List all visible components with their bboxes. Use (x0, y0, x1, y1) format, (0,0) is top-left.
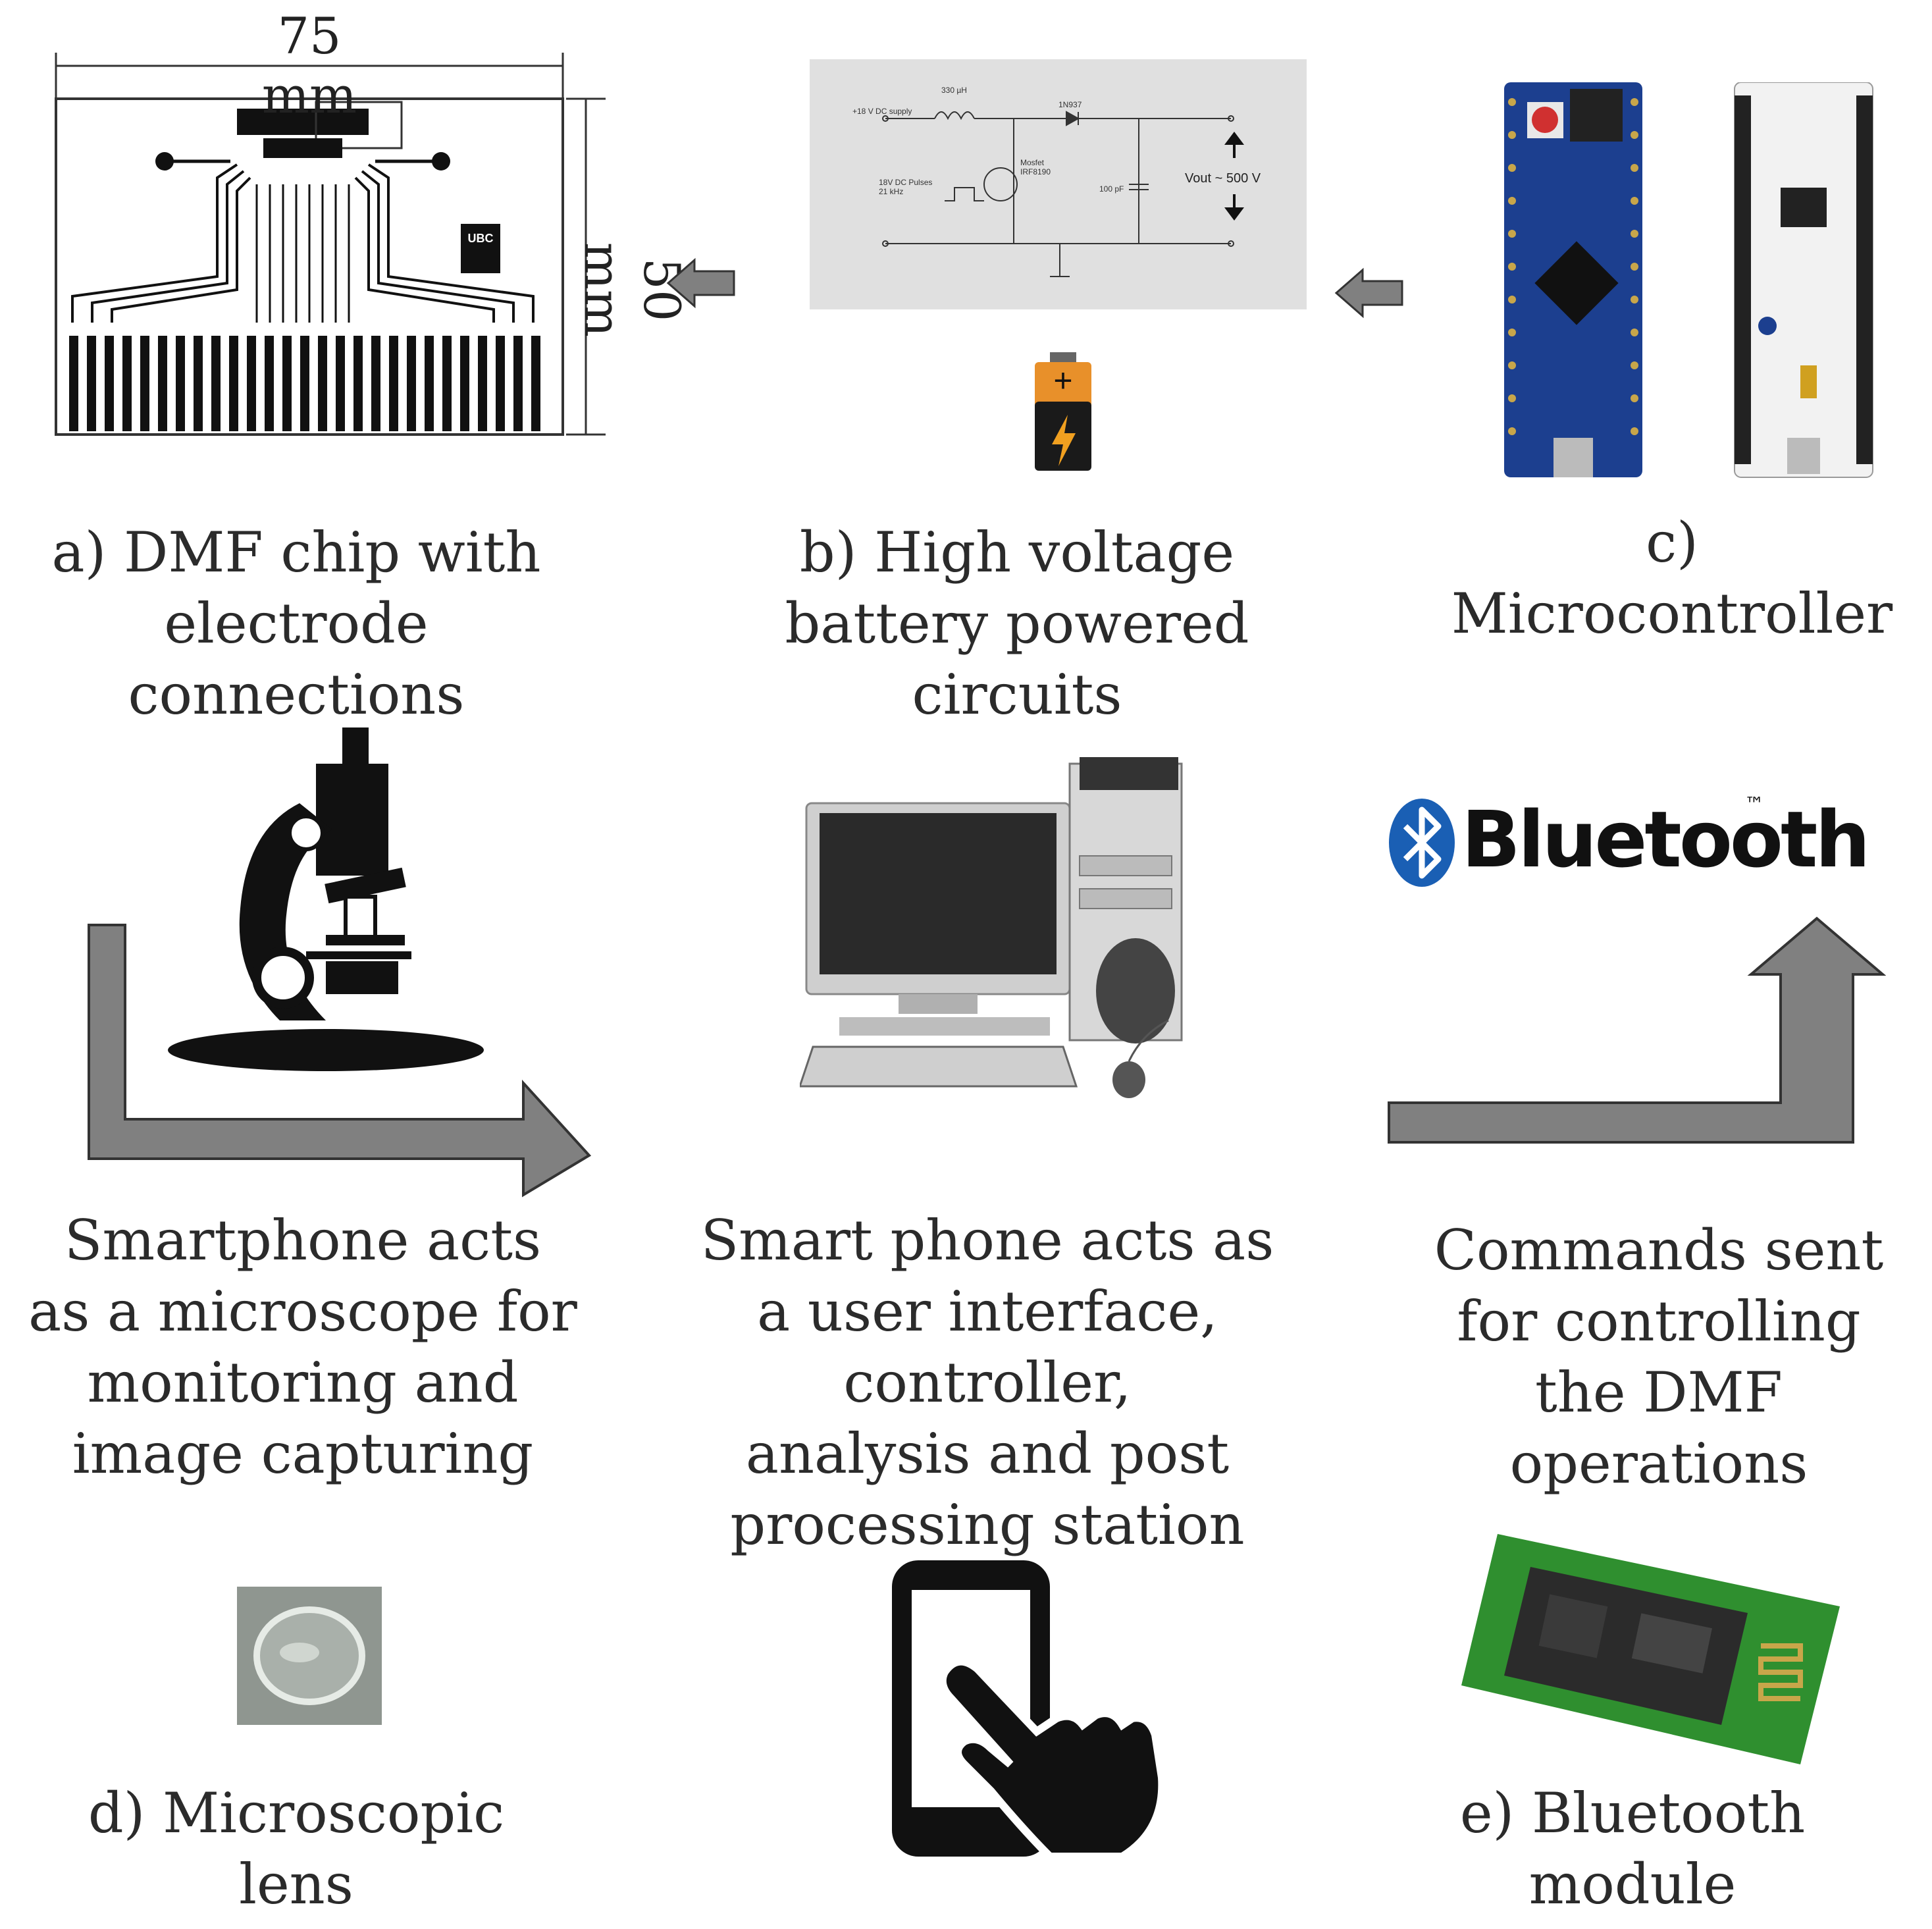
arrow-right-l (88, 924, 592, 1198)
caption-bt-module: e) Bluetooth module (1459, 1781, 1806, 1916)
caption-lens: d) Microscopic lens (88, 1781, 505, 1916)
caption-computer: Smart phone acts as a user interface, co… (700, 1208, 1274, 1557)
chip-width-label: 75 mm (261, 7, 357, 124)
caption-microcontroller: c) Microcontroller (1451, 510, 1893, 646)
circuit-supply-label: +18 V DC supply (852, 107, 912, 116)
ubc-logo-icon (461, 224, 500, 273)
svg-text:+: + (1053, 362, 1072, 399)
itsybitsy-board (1734, 82, 1873, 478)
bluetooth-trademark: ™ (1744, 793, 1764, 816)
circuit-pulse-label: 18V DC Pulses 21 kHz (879, 178, 933, 196)
caption-dmf-chip: a) DMF chip with electrode connections (51, 520, 541, 727)
bluetooth-icon (1389, 799, 1455, 887)
battery-icon: + (1035, 352, 1091, 471)
caption-bluetooth-commands: Commands sent for controlling the DMF op… (1434, 1218, 1884, 1496)
hv-circuit-figure: +18 V DC supply 330 µH 1N937 Mosfet IRF8… (810, 59, 1307, 309)
arrow-left-2 (1334, 267, 1403, 319)
bluetooth-logo-text: Bluetooth (1461, 794, 1870, 885)
arduino-micro-board (1504, 82, 1642, 477)
lens-photo (237, 1587, 382, 1725)
arrow-left-1 (666, 257, 735, 309)
microscope-icon (168, 727, 484, 1071)
circuit-diode-label: 1N937 (1058, 100, 1082, 109)
circuit-mosfet-label: Mosfet IRF8190 (1020, 158, 1051, 176)
arrow-up-l (1388, 916, 1886, 1144)
circuit-vout-label: Vout ~ 500 V (1185, 171, 1261, 186)
circuit-inductor-label: 330 µH (941, 86, 967, 95)
ubc-logo-text: UBC (467, 232, 494, 245)
computer-icon (800, 757, 1183, 1098)
circuit-capacitor-label: 100 pF (1099, 184, 1124, 194)
dmf-chip-figure: 75 mm 50 mm UBC (39, 7, 691, 448)
caption-microscope: Smartphone acts as a microscope for moni… (28, 1208, 577, 1486)
smartphone-touch-icon (892, 1560, 1166, 1861)
bluetooth-module-photo (1461, 1534, 1840, 1764)
caption-hv-circuit: b) High voltage battery powered circuits (785, 520, 1249, 727)
